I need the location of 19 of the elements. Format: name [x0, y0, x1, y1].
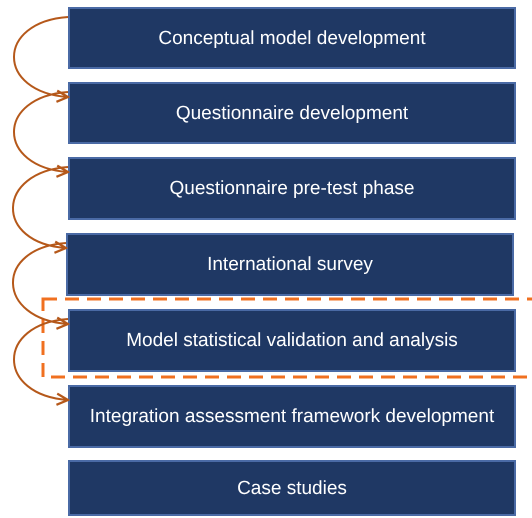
process-box	[68, 309, 516, 372]
process-box	[68, 460, 516, 516]
process-box	[66, 233, 514, 296]
box-label: Model statistical validation and analysis	[126, 329, 458, 353]
curved-arrow	[13, 318, 70, 405]
box-label: Conceptual model development	[158, 26, 426, 50]
process-box	[68, 7, 516, 69]
box-label: Questionnaire pre-test phase	[169, 177, 415, 201]
process-box	[68, 157, 516, 220]
process-box	[68, 385, 516, 448]
curved-arrow	[13, 91, 70, 177]
box-label: International survey	[207, 253, 373, 277]
curved-arrow	[12, 166, 68, 253]
curved-arrow	[13, 16, 70, 102]
box-label: Questionnaire development	[176, 102, 408, 126]
process-box	[68, 82, 516, 144]
box-label: Case studies	[237, 476, 347, 500]
box-label: Integration assessment framework development	[90, 405, 494, 429]
curved-arrow	[12, 242, 70, 329]
